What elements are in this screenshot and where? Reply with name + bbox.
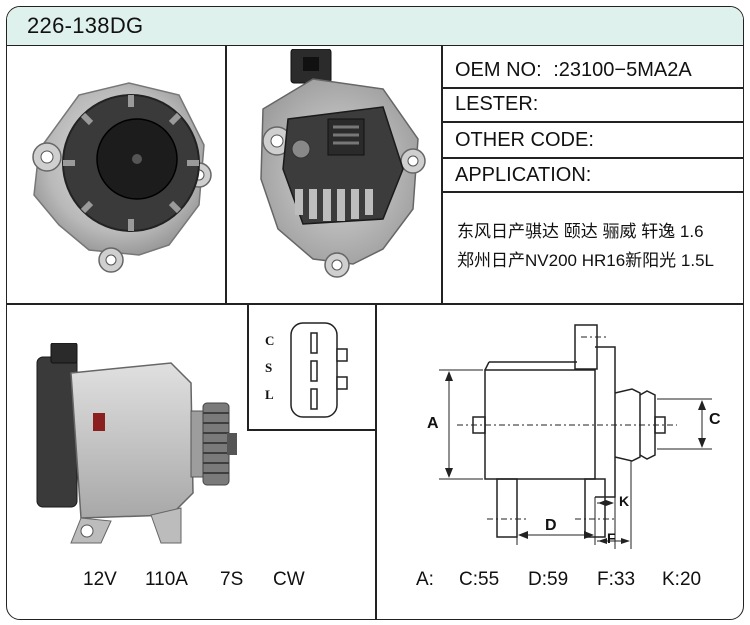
application-line-2: 郑州日产NV200 HR16新阳光 1.5L bbox=[457, 251, 714, 270]
other-code-label: OTHER CODE: bbox=[455, 129, 594, 151]
spec-current: 110A bbox=[145, 569, 188, 590]
divider-top-right-vertical bbox=[441, 45, 443, 303]
info-row-divider-1 bbox=[441, 87, 743, 89]
product-sheet: 226-138DG OEM NO: :23100−5MA2A LESTER: O… bbox=[6, 6, 744, 620]
connector-box-left bbox=[247, 303, 249, 429]
oem-label: OEM NO: bbox=[455, 59, 542, 81]
alternator-rear-view-image bbox=[260, 49, 426, 278]
oem-value: :23100−5MA2A bbox=[553, 59, 692, 81]
dim-c: C:55 bbox=[459, 569, 500, 590]
spec-pulley: 7S bbox=[220, 569, 244, 590]
lester-label: LESTER: bbox=[455, 93, 539, 115]
alternator-side-view-image bbox=[36, 343, 237, 544]
spec-rotation: CW bbox=[273, 569, 305, 590]
connector-pin-l: L bbox=[265, 387, 274, 402]
spec-voltage: 12V bbox=[83, 569, 117, 590]
title-bar: 226-138DG bbox=[7, 7, 743, 46]
diagram-label-c: C bbox=[709, 411, 721, 428]
dimension-drawing bbox=[439, 324, 712, 549]
dim-k: K:20 bbox=[662, 569, 702, 590]
oem-row: OEM NO: :23100−5MA2A bbox=[455, 59, 692, 82]
dim-a: A: bbox=[416, 569, 434, 590]
diagram-label-d: D bbox=[545, 517, 557, 534]
info-row-divider-2 bbox=[441, 121, 743, 123]
info-row-divider-4 bbox=[441, 191, 743, 193]
connector-pin-s: S bbox=[265, 360, 273, 375]
diagram-label-a: A bbox=[427, 415, 439, 432]
info-row-divider-3 bbox=[441, 157, 743, 159]
application-label: APPLICATION: bbox=[455, 164, 592, 186]
part-number-title: 226-138DG bbox=[27, 13, 144, 38]
divider-top-left-vertical bbox=[225, 45, 227, 303]
diagram-label-k: K bbox=[619, 493, 630, 509]
alternator-front-view-image bbox=[32, 82, 212, 273]
connector-box-bottom bbox=[247, 429, 375, 431]
dim-d: D:59 bbox=[528, 569, 569, 590]
connector-plug-icon bbox=[290, 322, 348, 418]
connector-pin-c: C bbox=[265, 333, 275, 348]
application-line-1: 东风日产骐达 颐达 骊威 轩逸 1.6 bbox=[457, 222, 704, 241]
divider-bottom-left-vertical bbox=[375, 303, 377, 619]
dim-f: F:33 bbox=[597, 569, 636, 590]
diagram-label-f: F bbox=[607, 530, 616, 546]
